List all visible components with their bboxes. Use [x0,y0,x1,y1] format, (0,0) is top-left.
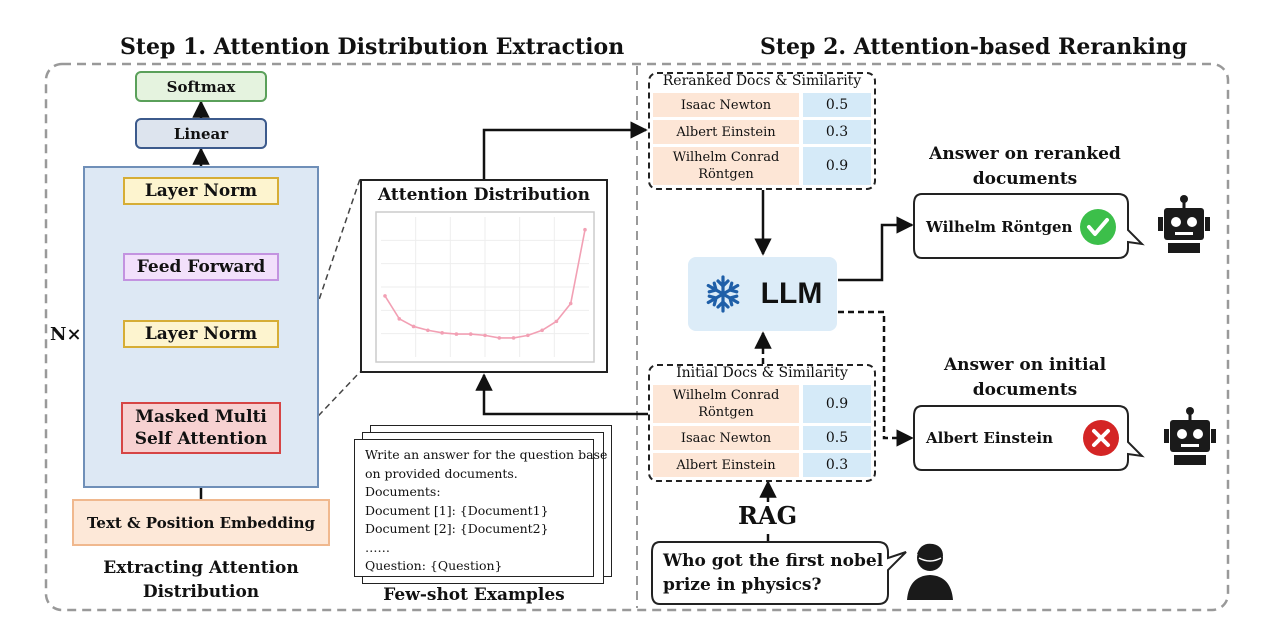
linear-box: Linear [135,118,267,149]
attention-point [526,333,530,338]
initial-doc-name: Wilhelm Conrad Röntgen [653,385,799,423]
attention-panel: Attention Distribution [360,179,608,373]
prompt-line: Document [2]: {Document2} [365,521,549,536]
softmax-box: Softmax [135,71,267,102]
layer-norm-bottom-box: Layer Norm [123,320,279,348]
reranked-answer-title-line1: Answer on reranked [929,144,1121,164]
attention-point [440,331,444,335]
reranked-doc-score: 0.5 [803,93,871,117]
step1-caption-line1: Extracting Attention [103,558,299,578]
layer-norm-top-box: Layer Norm [123,177,279,205]
reranked-docs-title: Reranked Docs & Similarity [662,73,862,89]
llm-box: LLM [688,257,837,331]
attention-point [454,332,459,336]
reranked-doc-name: Wilhelm Conrad Röntgen [653,147,799,185]
robot-icon [1164,407,1216,465]
step1-caption-line2: Distribution [142,582,260,602]
prompt-line: …… [365,539,390,555]
reranked-answer-title-line2: documents [972,169,1078,189]
attention-point [540,328,544,333]
initial-doc-name: Albert Einstein [653,453,799,477]
embedding-box: Text & Position Embedding [72,499,330,546]
question-line2: prize in physics? [663,575,822,595]
prompt-line: Question: {Question} [365,558,503,573]
initial-doc-score: 0.9 [803,385,871,423]
reranked-doc-name: Isaac Newton [653,93,799,117]
attention-point [568,301,573,306]
attention-point [554,319,559,324]
initial-docs-title: Initial Docs & Similarity [676,365,848,381]
reranked-doc-name: Albert Einstein [653,120,799,144]
masked-self-attention-box: Masked Multi Self Attention [121,402,281,454]
initial-doc-score: 0.3 [803,453,871,477]
question-line1: Who got the first nobel [663,551,884,571]
prompt-line: Documents: [365,484,441,499]
attention-point [411,324,416,329]
user-icon [907,543,953,600]
robot-icon [1158,195,1210,253]
reranked-answer-bubble [913,193,1145,259]
attention-point [497,336,502,340]
attention-point [397,317,402,321]
initial-doc-score: 0.5 [803,426,871,450]
attention-point [426,328,430,333]
attention-point [511,336,516,340]
initial-answer-title: Answer on initial documents [920,353,1130,403]
prompt-line: Write an answer for the question base [365,447,608,462]
attention-point [468,332,473,336]
initial-answer-title-line1: Answer on initial [943,355,1107,375]
question-text: Who got the first nobel prize in physics… [663,549,883,597]
cross-icon [1083,420,1119,456]
snowflake-icon [706,275,739,313]
reranked-answer-text: Wilhelm Röntgen [926,218,1073,236]
step1-caption: Extracting Attention Distribution [96,556,306,604]
reranked-doc-score: 0.9 [803,147,871,185]
attention-point [583,227,587,232]
rag-label: RAG [738,501,798,530]
initial-answer-title-line2: documents [972,380,1078,400]
attention-label-line2: Self Attention [134,429,268,449]
attention-panel-title: Attention Distribution [378,185,590,205]
feed-forward-box: Feed Forward [123,253,279,281]
checkmark-icon [1080,209,1116,245]
prompt-line: on provided documents. [365,465,518,481]
attention-label-line1: Masked Multi [135,407,267,427]
initial-doc-name: Isaac Newton [653,426,799,450]
reranked-doc-score: 0.3 [803,120,871,144]
outer-frame [44,62,1230,612]
step2-header: Step 2. Attention-based Reranking [760,34,1188,60]
attention-point [383,294,387,298]
reranked-answer-title: Answer on reranked documents [920,142,1130,192]
question-bubble [651,541,907,605]
prompt-line: Document [1]: {Document1} [365,502,549,518]
attention-point [483,333,487,338]
initial-answer-bubble [913,405,1145,471]
few-shot-caption: Few-shot Examples [383,585,565,605]
attention-chart [375,211,595,363]
prompt-card: Write an answer for the question base on… [354,439,608,577]
repeat-label: N× [50,324,82,345]
llm-label: LLM [760,277,823,310]
initial-answer-text: Albert Einstein [926,429,1053,447]
step1-header: Step 1. Attention Distribution Extractio… [120,34,625,60]
